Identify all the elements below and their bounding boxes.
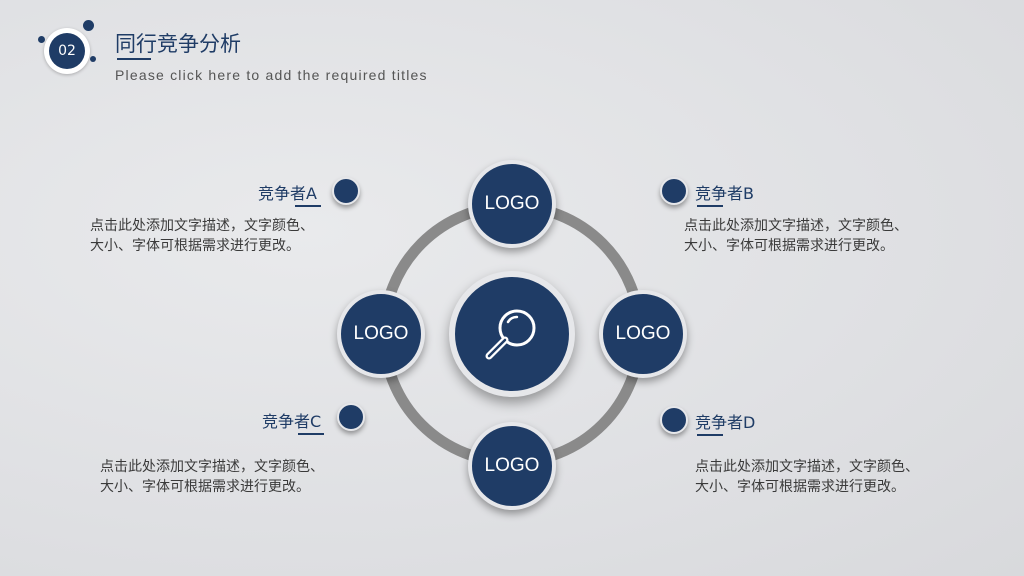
competitor-a-label: 竞争者A bbox=[258, 184, 317, 203]
competitor-c-desc: 点击此处添加文字描述，文字颜色、 大小、字体可根据需求进行更改。 bbox=[100, 457, 324, 497]
competitor-c-desc-line2: 大小、字体可根据需求进行更改。 bbox=[100, 479, 310, 495]
competitor-a-desc-line1: 点击此处添加文字描述，文字颜色、 bbox=[90, 218, 314, 234]
competitor-b-underline bbox=[697, 205, 723, 207]
logo-circle-left[interactable]: LOGO bbox=[337, 290, 425, 378]
competitor-d-desc-line1: 点击此处添加文字描述，文字颜色、 bbox=[695, 459, 919, 475]
competitor-d-label: 竞争者D bbox=[695, 413, 756, 432]
logo-circle-top[interactable]: LOGO bbox=[468, 160, 556, 248]
section-number-badge: 02 bbox=[49, 33, 85, 69]
badge-dot-top bbox=[83, 20, 94, 31]
competitor-c-underline bbox=[298, 433, 324, 435]
competitor-b-dot bbox=[660, 177, 688, 205]
competitor-a-desc-line2: 大小、字体可根据需求进行更改。 bbox=[90, 238, 300, 254]
competitor-d-desc-line2: 大小、字体可根据需求进行更改。 bbox=[695, 479, 905, 495]
competitor-a-underline bbox=[295, 205, 321, 207]
magnifier-icon bbox=[485, 309, 536, 360]
badge-dot-left bbox=[38, 36, 45, 43]
competitor-c-label: 竞争者C bbox=[262, 412, 322, 431]
center-circle bbox=[449, 271, 575, 397]
logo-circle-right[interactable]: LOGO bbox=[599, 290, 687, 378]
competitor-a-dot bbox=[332, 177, 360, 205]
competitor-d-underline bbox=[697, 434, 723, 436]
competitor-b-desc-line1: 点击此处添加文字描述，文字颜色、 bbox=[684, 218, 908, 234]
logo-circle-bottom[interactable]: LOGO bbox=[468, 422, 556, 510]
page-subtitle: Please click here to add the required ti… bbox=[115, 67, 428, 83]
competitor-c-desc-line1: 点击此处添加文字描述，文字颜色、 bbox=[100, 459, 324, 475]
competitor-b-desc: 点击此处添加文字描述，文字颜色、 大小、字体可根据需求进行更改。 bbox=[684, 216, 908, 256]
title-underline bbox=[117, 58, 151, 60]
competitor-a-desc: 点击此处添加文字描述，文字颜色、 大小、字体可根据需求进行更改。 bbox=[90, 216, 314, 256]
page-title: 同行竞争分析 bbox=[115, 32, 241, 56]
competitor-b-label: 竞争者B bbox=[695, 184, 754, 203]
competitor-d-dot bbox=[660, 406, 688, 434]
competitor-c-dot bbox=[337, 403, 365, 431]
badge-dot-right bbox=[90, 56, 96, 62]
competitor-b-desc-line2: 大小、字体可根据需求进行更改。 bbox=[684, 238, 894, 254]
competitor-d-desc: 点击此处添加文字描述，文字颜色、 大小、字体可根据需求进行更改。 bbox=[695, 457, 919, 497]
